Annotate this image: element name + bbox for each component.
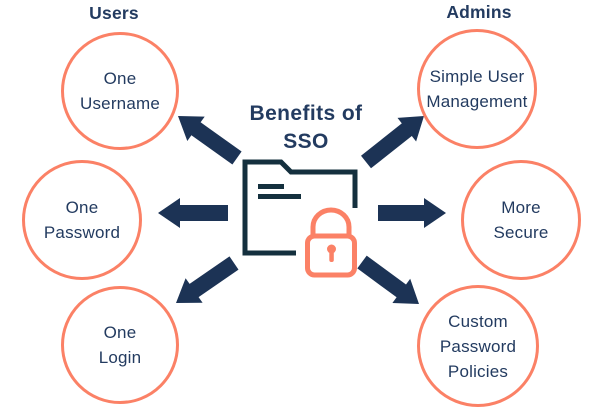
circle-label: One Password (44, 195, 120, 245)
circle-label: One Username (80, 66, 160, 116)
arrow-right-icon (378, 198, 446, 228)
admins-group-header: Admins (446, 2, 512, 22)
circle-label: One Login (99, 320, 142, 370)
circle-label-line: One (103, 69, 137, 88)
circle-label-line: Management (426, 92, 528, 111)
arrow-left-icon (158, 198, 228, 228)
circle-label-line: Login (98, 348, 142, 367)
diagram-title-line1: Benefits of (249, 102, 363, 125)
circle-label-line: Simple User (429, 67, 525, 86)
circle-label: More Secure (493, 195, 548, 245)
arrow-down-right-icon (357, 255, 419, 304)
circle-more-secure: More Secure (461, 160, 581, 280)
users-group-header: Users (89, 3, 139, 23)
circle-label-line: Password (439, 336, 517, 356)
circle-label: Simple User Management (426, 64, 527, 114)
circle-one-username: One Username (61, 32, 179, 150)
circle-label-line: Secure (493, 223, 549, 242)
arrow-up-left-icon (178, 116, 242, 165)
circle-label-line: One (103, 323, 137, 342)
folder-icon (242, 159, 358, 256)
circle-one-login: One Login (61, 286, 179, 404)
circle-one-password: One Password (22, 160, 142, 280)
arrow-down-left-icon (176, 256, 239, 303)
circle-label-line: Username (79, 94, 161, 113)
diagram-title-line2: SSO (283, 130, 329, 153)
circle-custom-password-policies: Custom Password Policies (417, 285, 539, 407)
circle-simple-user-management: Simple User Management (417, 29, 537, 149)
diagram-title: Benefits of SSO (226, 100, 386, 156)
arrow-up-right-icon (361, 116, 424, 169)
circle-label-line: More (501, 198, 541, 217)
circle-label: Custom Password Policies (440, 309, 516, 384)
lock-icon (305, 207, 357, 278)
circle-label-line: One (65, 198, 99, 217)
circle-label-line: Policies (447, 361, 509, 381)
circle-label-line: Password (43, 223, 121, 242)
circle-label-line: Custom (448, 311, 508, 331)
